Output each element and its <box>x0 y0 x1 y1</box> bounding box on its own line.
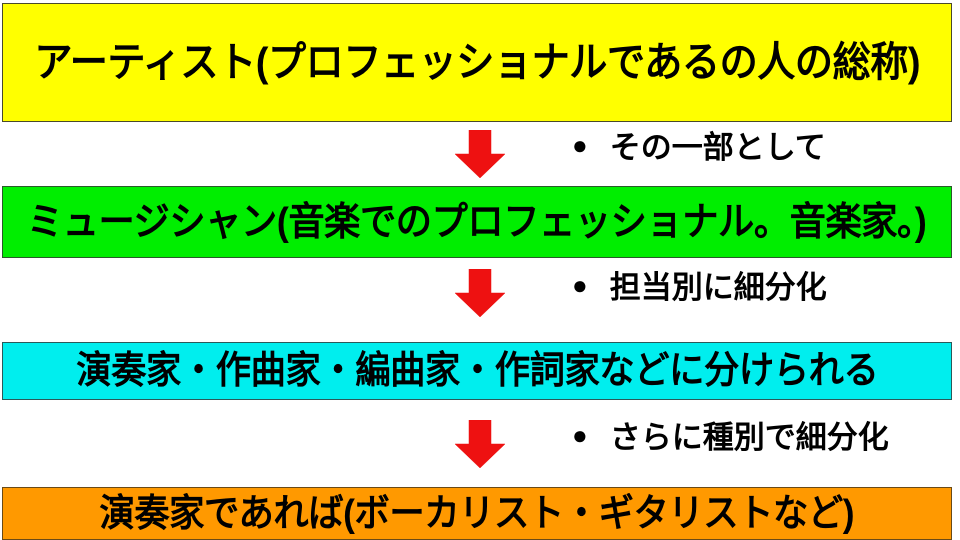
connector-note-text: 担当別に細分化 <box>609 270 827 305</box>
bullet-icon: ● <box>572 269 588 300</box>
flow-box-musician-label: ミュージシャン(音楽でのプロフェッショナル。音楽家。) <box>27 200 927 244</box>
connector-note-musician-to-roles: ● 担当別に細分化 <box>572 269 827 305</box>
flow-box-musician: ミュージシャン(音楽でのプロフェッショナル。音楽家。) <box>2 186 952 258</box>
connector-note-text: さらに種別で細分化 <box>609 420 889 455</box>
flow-box-artist: アーティスト(プロフェッショナルであるの人の総称) <box>2 3 952 122</box>
down-arrow-icon <box>455 130 505 178</box>
flow-box-performer-types: 演奏家であれば(ボーカリスト・ギタリストなど) <box>2 487 952 540</box>
flow-box-roles-label: 演奏家・作曲家・編曲家・作詞家などに分けられる <box>75 350 879 392</box>
bullet-icon: ● <box>572 129 588 160</box>
down-arrow-icon <box>455 269 505 317</box>
down-arrow-icon <box>455 420 505 468</box>
connector-artist-to-musician: ● その一部として <box>0 122 960 186</box>
connector-note-artist-to-musician: ● その一部として <box>572 129 826 165</box>
connector-musician-to-roles: ● 担当別に細分化 <box>0 258 960 342</box>
flow-box-roles: 演奏家・作曲家・編曲家・作詞家などに分けられる <box>2 342 952 400</box>
bullet-icon: ● <box>572 419 588 450</box>
flow-box-artist-label: アーティスト(プロフェッショナルであるの人の総称) <box>34 39 920 85</box>
connector-roles-to-performer-types: ● さらに種別で細分化 <box>0 400 960 487</box>
connector-note-text: その一部として <box>609 130 826 165</box>
flow-box-performer-types-label: 演奏家であれば(ボーカリスト・ギタリストなど) <box>99 492 855 535</box>
connector-note-roles-to-performer-types: ● さらに種別で細分化 <box>572 419 889 455</box>
